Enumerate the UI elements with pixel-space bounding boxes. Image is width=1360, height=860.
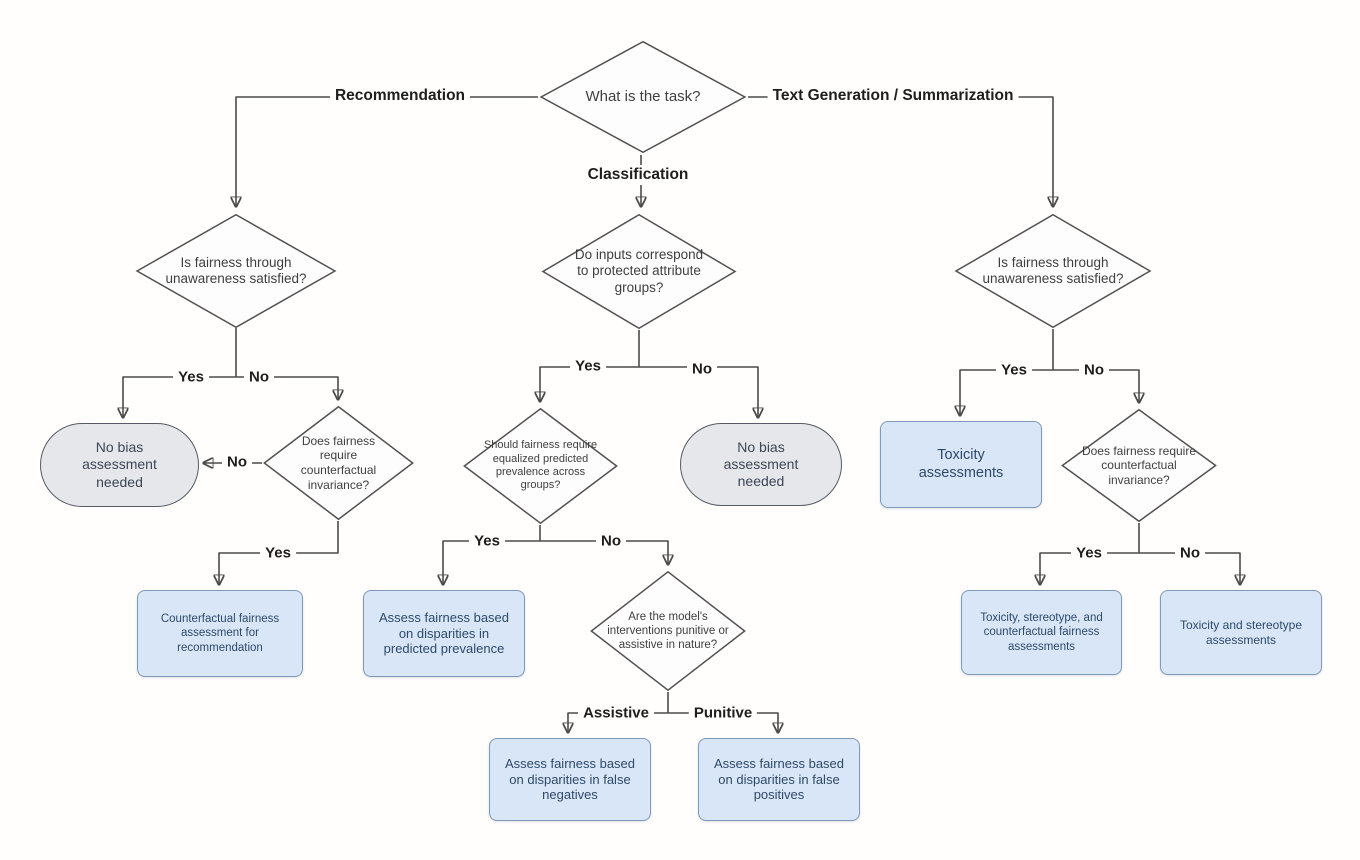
- node-mid-equalized-prevalence-label: Should fairness require equalized predic…: [483, 439, 598, 492]
- diamond-shape: [538, 40, 748, 154]
- node-mid-no-bias-assessment: No bias assessment needed: [680, 423, 842, 506]
- edge-label-mid-q1-no: No: [687, 359, 717, 379]
- node-left-counterfactual-invariance-label: Does fairness require counterfactual inv…: [300, 433, 377, 492]
- node-assess-false-positives-label: Assess fairness based on disparities in …: [713, 755, 845, 803]
- edge-label-right-q1-no: No: [1079, 360, 1109, 380]
- diamond-shape: [589, 570, 747, 692]
- edge-midq1-no: [639, 366, 758, 417]
- node-left-counterfactual-invariance: Does fairness require counterfactual inv…: [262, 405, 415, 521]
- edge-label-left-q1-no: No: [244, 367, 274, 387]
- node-right-fairness-unawareness: Is fairness through unawareness satisfie…: [953, 213, 1153, 329]
- node-right-counterfactual-invariance-label: Does fairness require counterfactual inv…: [1081, 443, 1197, 487]
- node-toxicity-stereotype-counterfactual-label: Toxicity, stereotype, and counterfactual…: [980, 612, 1103, 653]
- edge-label-assistive: Assistive: [578, 703, 654, 723]
- diamond-shape: [540, 213, 738, 330]
- node-mid-punitive-or-assistive-label: Are the model's interventions punitive o…: [607, 610, 729, 651]
- node-left-fairness-unawareness: Is fairness through unawareness satisfie…: [134, 213, 338, 329]
- node-what-is-the-task: What is the task?: [538, 40, 748, 154]
- edge-root-textgen: [748, 96, 1053, 206]
- edge-label-left-q2-yes: Yes: [260, 543, 296, 563]
- node-assess-false-positives: Assess fairness based on disparities in …: [698, 738, 860, 821]
- node-mid-no-bias-assessment-label: No bias assessment needed: [723, 438, 799, 490]
- edge-midq2-yes: [443, 540, 540, 584]
- diamond-shape: [134, 213, 338, 329]
- node-toxicity-and-stereotype-label: Toxicity and stereotype assessments: [1179, 617, 1303, 647]
- node-toxicity-stereotype-counterfactual: Toxicity, stereotype, and counterfactual…: [961, 590, 1122, 675]
- node-right-fairness-unawareness-label: Is fairness through unawareness satisfie…: [982, 254, 1124, 286]
- edge-label-right-q2-no: No: [1175, 543, 1205, 563]
- node-left-fairness-unawareness-label: Is fairness through unawareness satisfie…: [165, 254, 307, 286]
- edge-midq1-yes: [540, 366, 639, 401]
- node-counterfactual-fairness-recommendation-label: Counterfactual fairness assessment for r…: [160, 613, 280, 654]
- node-assess-predicted-prevalence-label: Assess fairness based on disparities in …: [378, 609, 510, 657]
- edge-label-left-q2-no: No: [222, 452, 252, 472]
- diamond-shape: [1060, 408, 1218, 523]
- node-mid-equalized-prevalence: Should fairness require equalized predic…: [462, 407, 619, 525]
- node-assess-false-negatives-label: Assess fairness based on disparities in …: [504, 755, 636, 803]
- node-assess-predicted-prevalence: Assess fairness based on disparities in …: [363, 590, 525, 677]
- node-left-no-bias-assessment: No bias assessment needed: [40, 423, 199, 507]
- diamond-shape: [262, 405, 415, 521]
- edge-midq2-no: [540, 540, 668, 564]
- node-left-no-bias-assessment-label: No bias assessment needed: [82, 439, 157, 490]
- node-counterfactual-fairness-recommendation: Counterfactual fairness assessment for r…: [137, 590, 303, 677]
- node-mid-punitive-or-assistive: Are the model's interventions punitive o…: [589, 570, 747, 692]
- edge-root-recommendation: [236, 96, 538, 206]
- edge-label-recommendation: Recommendation: [329, 86, 471, 106]
- edge-label-right-q1-yes: Yes: [996, 360, 1032, 380]
- node-mid-protected-attribute-groups: Do inputs correspond to protected attrib…: [540, 213, 738, 330]
- node-mid-protected-attribute-groups-label: Do inputs correspond to protected attrib…: [574, 246, 704, 295]
- node-assess-false-negatives: Assess fairness based on disparities in …: [489, 738, 651, 821]
- node-right-counterfactual-invariance: Does fairness require counterfactual inv…: [1060, 408, 1218, 523]
- edge-label-mid-q2-yes: Yes: [469, 531, 505, 551]
- node-toxicity-and-stereotype: Toxicity and stereotype assessments: [1160, 590, 1322, 675]
- node-toxicity-assessments: Toxicity assessments: [880, 421, 1042, 508]
- edge-label-left-q1-yes: Yes: [173, 367, 209, 387]
- node-toxicity-assessments-label: Toxicity assessments: [918, 446, 1004, 481]
- node-what-is-the-task-label: What is the task?: [585, 87, 701, 105]
- edge-label-punitive: Punitive: [688, 703, 758, 723]
- edge-label-right-q2-yes: Yes: [1071, 543, 1107, 563]
- edge-label-mid-q1-yes: Yes: [570, 356, 606, 376]
- edge-label-text-generation: Text Generation / Summarization: [767, 86, 1019, 106]
- diamond-shape: [953, 213, 1153, 329]
- edge-label-classification: Classification: [582, 165, 694, 185]
- diamond-shape: [462, 407, 619, 525]
- edge-rightq2-no: [1139, 552, 1240, 584]
- edge-label-mid-q2-no: No: [596, 531, 626, 551]
